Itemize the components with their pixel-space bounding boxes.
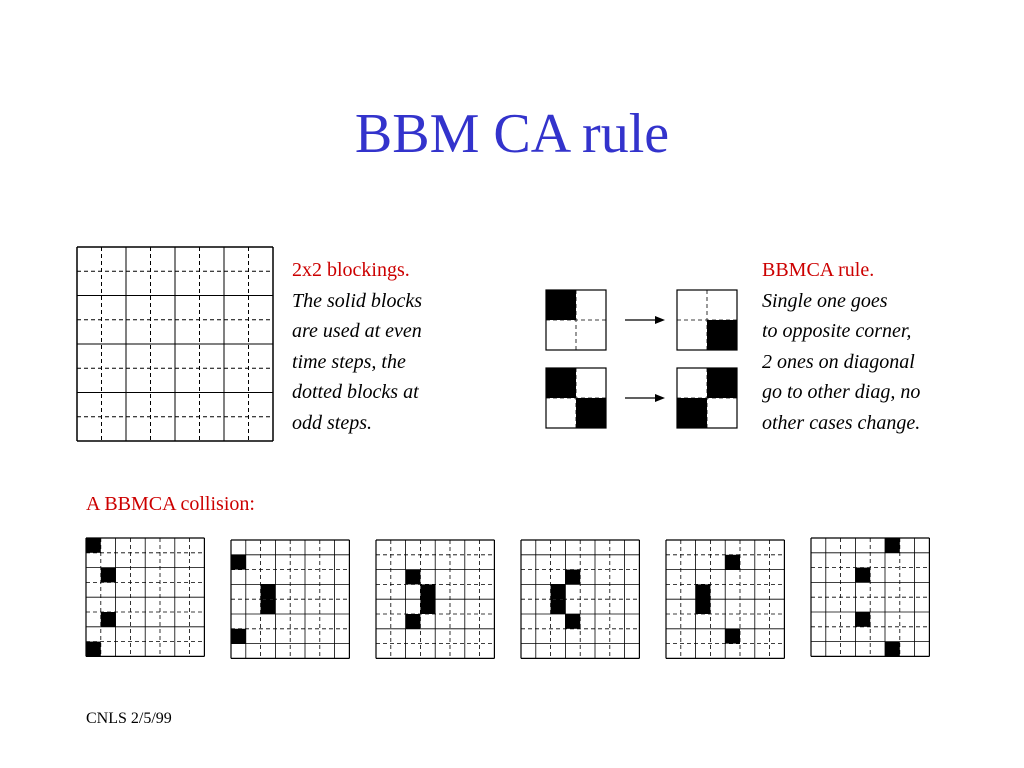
filled-cell — [405, 614, 421, 629]
filled-cell — [576, 398, 606, 428]
rule-caption-line: to opposite corner, — [762, 320, 912, 342]
filled-cell — [565, 569, 581, 585]
filled-cell — [707, 320, 737, 350]
filled-cell — [707, 368, 737, 398]
footer-text: CNLS 2/5/99 — [86, 710, 172, 727]
right-arrow-icon — [625, 394, 665, 402]
filled-cell — [100, 612, 116, 627]
collision-frame — [665, 539, 786, 660]
filled-cell — [695, 584, 711, 600]
collision-frame — [230, 539, 350, 660]
collision-frames — [85, 537, 931, 660]
arrow-head — [655, 316, 665, 324]
right-arrow-icon — [625, 316, 665, 324]
rule-caption-line: other cases change. — [762, 411, 921, 434]
arrow-head — [655, 394, 665, 402]
filled-cell — [546, 368, 576, 398]
blocking-lattice — [76, 246, 274, 442]
blocking-caption: 2x2 blockings. The solid blocks are used… — [292, 255, 422, 438]
collision-frame — [810, 537, 931, 658]
filled-cell — [885, 641, 900, 657]
collision-frame — [85, 537, 205, 658]
blocking-caption-line: odd steps. — [292, 411, 372, 434]
filled-cell — [86, 538, 101, 553]
filled-cell — [677, 398, 707, 428]
filled-cell — [100, 567, 116, 583]
rule-caption-heading: BBMCA rule. — [762, 259, 875, 281]
filled-cell — [855, 612, 871, 627]
rule-caption: BBMCA rule. Single one goes to opposite … — [762, 255, 920, 438]
filled-cell — [231, 554, 246, 570]
collision-frame — [375, 539, 495, 660]
rule-caption-line: 2 ones on diagonal — [762, 350, 915, 373]
filled-cell — [420, 584, 436, 600]
filled-cell — [86, 641, 101, 657]
filled-cell — [231, 628, 246, 644]
slide-title: BBM CA rule — [354, 103, 670, 165]
filled-cell — [725, 628, 740, 644]
blocking-caption-line: time steps, the — [292, 350, 406, 373]
filled-cell — [260, 584, 276, 600]
rule-after-block — [676, 367, 738, 429]
blocking-caption-line: are used at even — [292, 320, 422, 342]
blocking-caption-line: The solid blocks — [292, 289, 422, 312]
filled-cell — [260, 599, 276, 614]
rule-before-block — [545, 367, 607, 429]
filled-cell — [420, 599, 436, 614]
filled-cell — [855, 567, 871, 583]
rule-caption-line: Single one goes — [762, 289, 888, 312]
filled-cell — [725, 554, 740, 570]
rule-before-block — [545, 289, 607, 351]
filled-cell — [885, 538, 900, 553]
blocking-caption-heading: 2x2 blockings. — [292, 259, 410, 281]
blocking-caption-line: dotted blocks at — [292, 381, 419, 403]
filled-cell — [405, 569, 421, 585]
filled-cell — [550, 599, 566, 614]
filled-cell — [546, 290, 576, 320]
collision-frame — [520, 539, 641, 660]
filled-cell — [695, 599, 711, 614]
filled-cell — [565, 614, 581, 629]
rule-after-block — [676, 289, 738, 351]
rule-caption-line: go to other diag, no — [762, 381, 921, 403]
collision-label: A BBMCA collision: — [86, 493, 255, 515]
rule-diagrams — [545, 289, 738, 429]
filled-cell — [550, 584, 566, 600]
